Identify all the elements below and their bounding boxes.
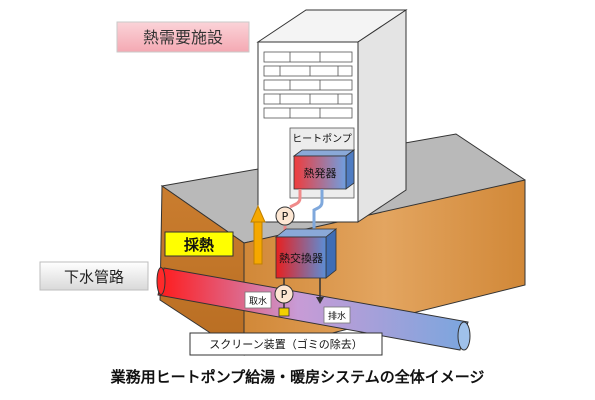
intake-label: 取水 bbox=[244, 291, 272, 309]
evaporator: 熱発器 bbox=[292, 149, 356, 190]
intake-label-text: 取水 bbox=[249, 295, 267, 307]
sewer-pipe-label: 下水管路 bbox=[39, 261, 149, 291]
sewer-pipe-label-text: 下水管路 bbox=[64, 268, 124, 286]
screen-device-label: スクリーン装置（ゴミの除去） bbox=[189, 332, 383, 356]
building bbox=[256, 9, 408, 223]
heat-collect-label: 採熱 bbox=[164, 231, 234, 257]
sewer-pipe bbox=[156, 267, 471, 351]
discharge-label: 排水 bbox=[323, 306, 351, 324]
heat-collect-arrow bbox=[250, 204, 266, 265]
facility-label: 熱需要施設 bbox=[116, 21, 250, 53]
heat-pump-label: ヒートポンプ bbox=[292, 133, 352, 145]
pump-lower-label: P bbox=[281, 288, 288, 301]
screen-device-icon bbox=[278, 307, 290, 317]
heat-exchanger-label: 熱交換器 bbox=[279, 251, 323, 265]
heat-collect-label-text: 採熱 bbox=[184, 236, 214, 254]
diagram-caption: 業務用ヒートポンプ給湯・暖房システムの全体イメージ bbox=[110, 368, 485, 386]
evaporator-label: 熱発器 bbox=[304, 166, 337, 180]
pump-lower: P bbox=[274, 284, 294, 304]
pump-upper-label: P bbox=[282, 210, 289, 223]
pump-upper: P bbox=[275, 206, 295, 226]
facility-label-text: 熱需要施設 bbox=[143, 28, 223, 47]
discharge-arrow bbox=[316, 278, 324, 304]
discharge-label-text: 排水 bbox=[328, 310, 346, 322]
heat-exchanger: 熱交換器 bbox=[274, 228, 338, 279]
screen-device-label-text: スクリーン装置（ゴミの除去） bbox=[209, 337, 362, 351]
